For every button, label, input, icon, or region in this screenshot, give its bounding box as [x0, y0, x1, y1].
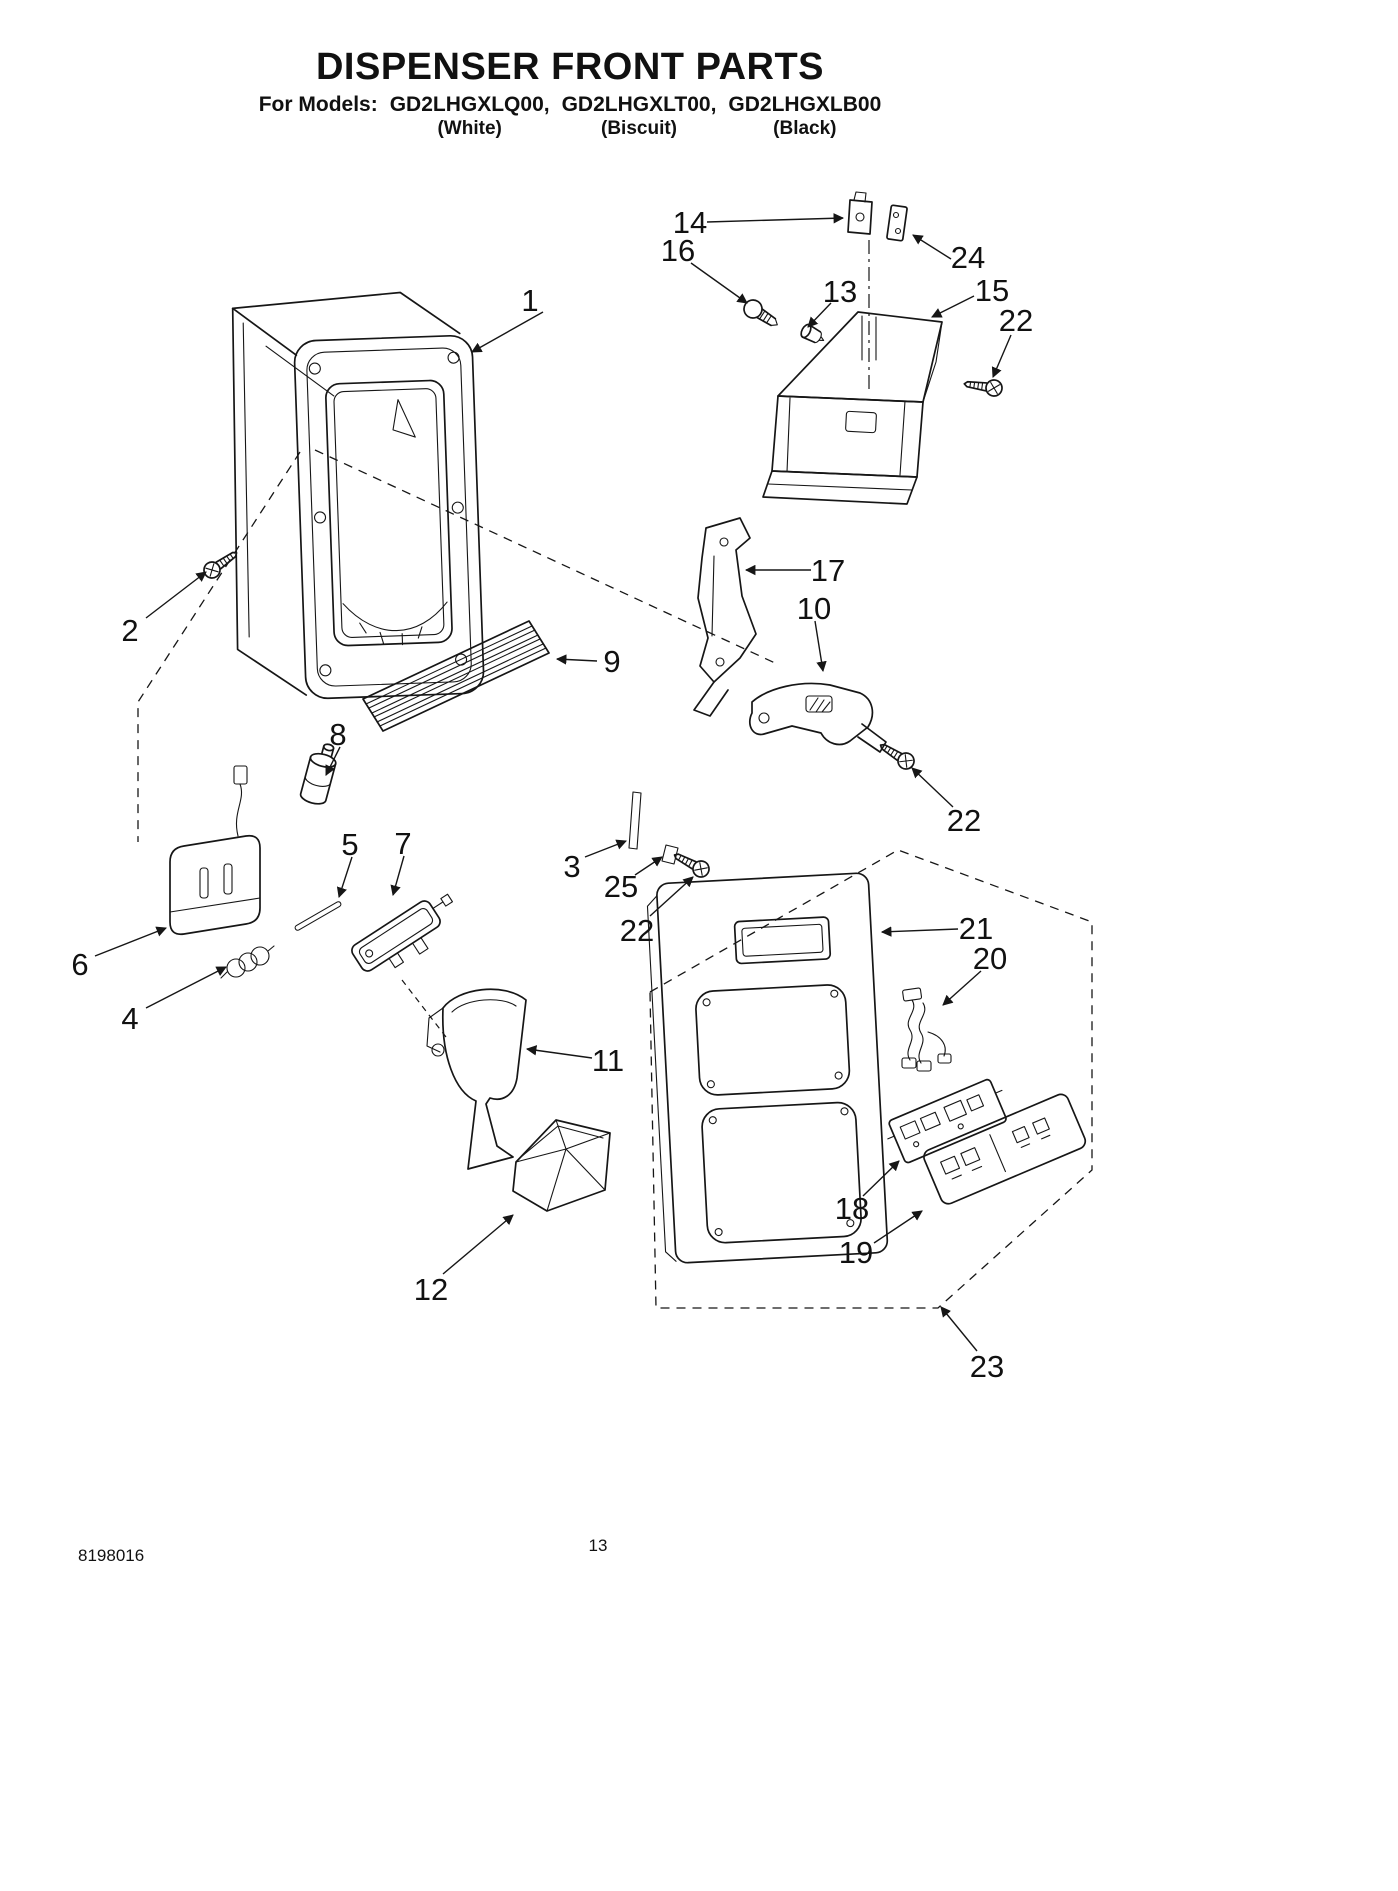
part-19-control-panel: [923, 1093, 1087, 1205]
part-20-harness: [901, 987, 952, 1072]
callout-16: 16: [661, 233, 695, 268]
model-entry: GD2LHGXLQ00, (White): [390, 93, 550, 140]
part-22-screw-top: [963, 379, 1003, 397]
callout-11: 11: [592, 1043, 624, 1078]
part-11-chute: [426, 988, 527, 1170]
part-14-holder: [847, 191, 873, 235]
part-25-clip: [661, 844, 679, 865]
part-4-spring: [220, 945, 275, 979]
model-color: (Biscuit): [601, 118, 677, 139]
callout-6: 6: [71, 947, 88, 982]
callout-14: 14: [673, 205, 707, 240]
callout-leader-lines: [94, 213, 1012, 1352]
model-entry: GD2LHGXLB00 (Black): [728, 93, 881, 140]
models-line: For Models: GD2LHGXLQ00, (White) GD2LHGX…: [30, 93, 1110, 140]
callout-1: 1: [521, 283, 538, 318]
callout-22-top: 22: [999, 303, 1033, 338]
part-22-screw-right: [879, 743, 915, 770]
callout-18: 18: [835, 1191, 869, 1226]
part-1-dispenser-frame: [231, 291, 485, 700]
part-5-pin: [294, 901, 342, 931]
part-10-lever: [748, 682, 887, 753]
callout-5: 5: [341, 827, 358, 862]
model-entry: GD2LHGXLT00, (Biscuit): [562, 93, 717, 140]
part-3-strip: [628, 791, 642, 850]
callout-numbers: 1 2 3 4 5 6 7 8 9 10 11 12 13 14 15 16 1…: [71, 205, 1033, 1384]
models-prefix: For Models:: [258, 93, 378, 116]
callout-19: 19: [839, 1235, 873, 1270]
callout-7: 7: [394, 826, 411, 861]
callout-2: 2: [121, 613, 138, 648]
part-21-front-panel: [646, 872, 889, 1264]
callout-22-right: 22: [947, 803, 981, 838]
diagram-title: DISPENSER FRONT PARTS: [315, 46, 825, 88]
alignment-lines: [137, 240, 870, 1038]
callout-21: 21: [959, 911, 993, 946]
part-18-switch-assembly: [887, 1078, 1007, 1164]
callout-20: 20: [973, 941, 1007, 976]
part-15-control-housing: [762, 311, 943, 505]
callout-24: 24: [951, 240, 985, 275]
callout-10: 10: [797, 591, 831, 626]
model-number: GD2LHGXLT00,: [561, 93, 717, 116]
callout-25: 25: [604, 869, 638, 904]
callout-12: 12: [414, 1272, 448, 1307]
callout-15: 15: [975, 273, 1009, 308]
part-6-bracket: [169, 765, 261, 936]
part-16-bulb: [743, 299, 778, 327]
callout-23: 23: [970, 1349, 1004, 1384]
part-23-boundary: [649, 849, 1093, 1309]
model-color: (White): [437, 118, 502, 139]
callout-9: 9: [603, 644, 620, 679]
part-24-plate: [886, 204, 908, 242]
callout-4: 4: [121, 1001, 138, 1036]
callout-22-mid: 22: [620, 913, 654, 948]
part-17-bracket: [693, 517, 757, 717]
part-22-screw-mid: [673, 853, 710, 878]
part-7-switch: [351, 893, 453, 972]
document-number: 8198016: [78, 1546, 145, 1565]
part-9-drip-grille: [362, 620, 550, 732]
model-number: GD2LHGXLB00: [728, 93, 882, 116]
part-13-socket: [800, 323, 825, 344]
diagram-header: DISPENSER FRONT PARTS For Models: GD2LHG…: [30, 46, 1110, 140]
part-12-tray: [512, 1119, 611, 1212]
part-8-solenoid: [299, 743, 337, 805]
model-color: (Black): [773, 118, 837, 139]
model-number: GD2LHGXLQ00,: [389, 93, 550, 116]
callout-17: 17: [811, 553, 845, 588]
page-number: 13: [588, 1536, 608, 1555]
callout-8: 8: [329, 717, 346, 752]
callout-13: 13: [823, 274, 857, 309]
callout-3: 3: [563, 849, 580, 884]
